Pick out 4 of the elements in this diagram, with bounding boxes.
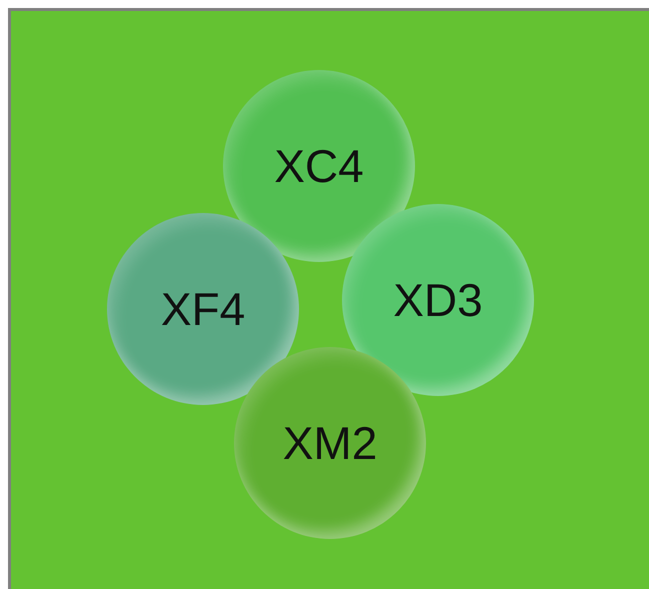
node-label: XC4 [274, 139, 364, 193]
node-label: XD3 [393, 273, 483, 327]
node-label: XF4 [160, 282, 246, 336]
node-label: XM2 [282, 416, 378, 470]
